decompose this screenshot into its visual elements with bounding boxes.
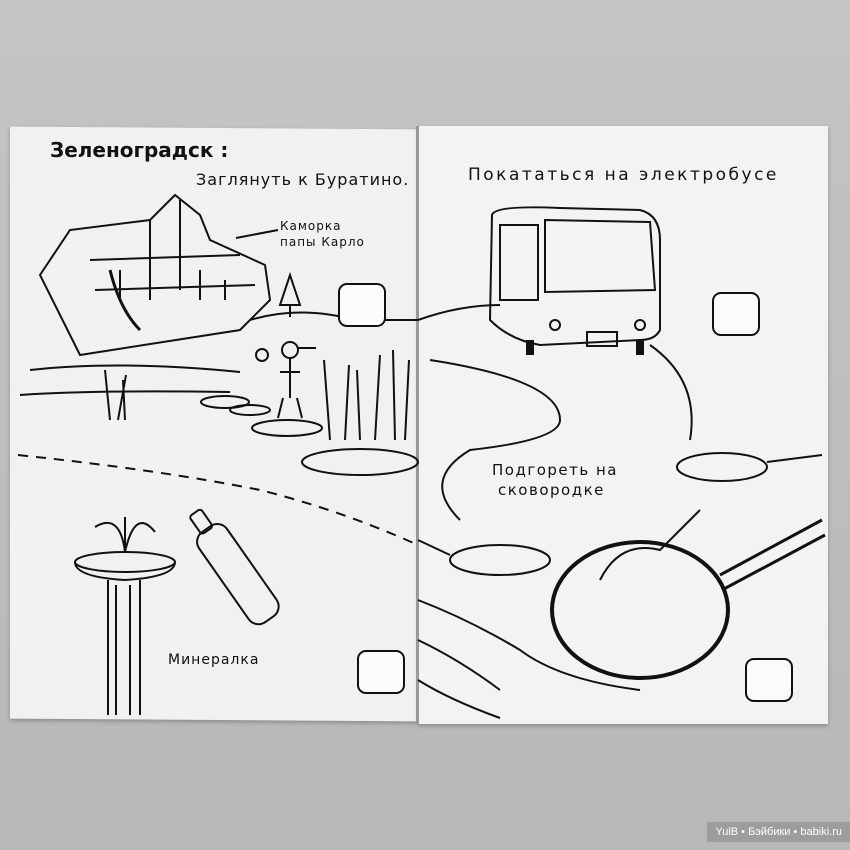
callout-line-1: Каморка xyxy=(280,219,342,233)
task-label-bus: Покататься на электробусе xyxy=(468,165,779,185)
checkbox-pan[interactable] xyxy=(745,658,793,702)
checkbox-bus[interactable] xyxy=(712,292,760,336)
task-label-buratino: Заглянуть к Буратино. xyxy=(196,170,410,189)
callout-label: Каморка папы Карло xyxy=(280,218,365,250)
callout-arrow xyxy=(235,229,279,239)
person-in-pan-drawing xyxy=(599,509,701,581)
task-label-mineralka: Минералка xyxy=(168,652,260,668)
callout-line-2: папы Карло xyxy=(280,235,365,249)
frying-pans-drawing xyxy=(417,452,826,680)
checkbox-mineralka[interactable] xyxy=(357,650,405,694)
checkbox-buratino[interactable] xyxy=(338,283,386,327)
house-drawing xyxy=(38,193,272,357)
pinocchio-figure xyxy=(255,341,316,419)
task-label-pan-line-2: сковородке xyxy=(498,481,605,499)
booklet-spine xyxy=(416,126,419,724)
page-heading: Зеленоградск : xyxy=(50,138,229,162)
task-label-pan: Подгореть на сковородке xyxy=(492,460,618,500)
fountain-drawing xyxy=(74,517,176,715)
task-label-pan-line-1: Подгореть на xyxy=(492,461,618,479)
watermark: YulB • Бэйбики • babiki.ru xyxy=(707,822,850,842)
electric-bus-drawing xyxy=(488,206,661,355)
bottle-drawing xyxy=(189,508,280,626)
right-page xyxy=(418,126,828,724)
